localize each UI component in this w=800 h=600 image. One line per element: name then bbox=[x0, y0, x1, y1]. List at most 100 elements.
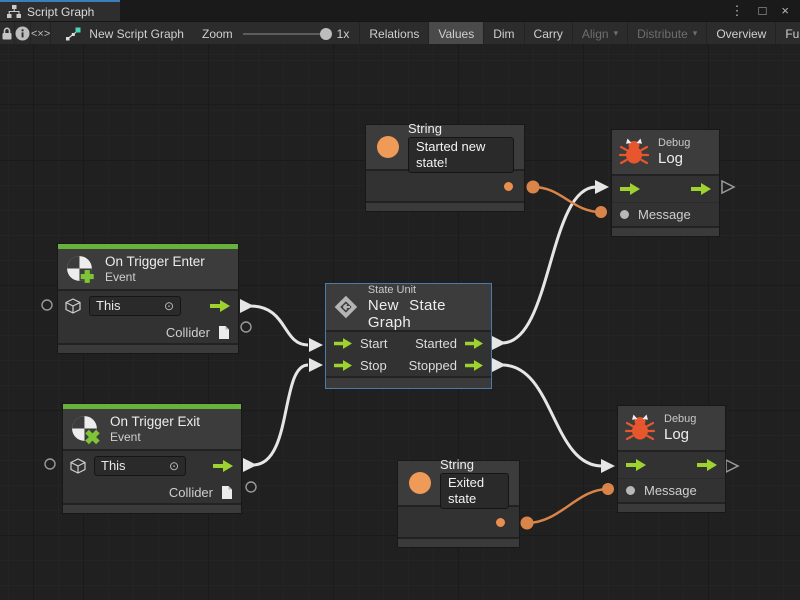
flow-in-port[interactable] bbox=[334, 337, 352, 349]
string-value-field[interactable]: Started new state! bbox=[408, 137, 514, 173]
target-object-field[interactable]: This ⊙ bbox=[94, 456, 186, 476]
node-debug-log-top[interactable]: Debug Log Message bbox=[611, 129, 720, 237]
target-port-row: This ⊙ bbox=[58, 291, 238, 321]
close-icon[interactable]: × bbox=[781, 3, 789, 18]
code-view-button[interactable]: <×> bbox=[31, 22, 52, 45]
node-header: On Trigger Enter Event bbox=[58, 249, 238, 289]
maximize-icon[interactable]: □ bbox=[758, 3, 767, 18]
collider-label: Collider bbox=[168, 484, 213, 500]
menu-icon[interactable]: ⋮ bbox=[730, 3, 744, 18]
tab-bar: Script Graph ⋮ □ × bbox=[0, 0, 800, 21]
node-footer bbox=[398, 539, 519, 547]
relations-label: Relations bbox=[369, 26, 420, 41]
chevron-down-icon: ▾ bbox=[692, 28, 698, 38]
target-object-field[interactable]: This ⊙ bbox=[89, 296, 181, 316]
values-label: Values bbox=[438, 26, 475, 41]
message-label: Message bbox=[644, 483, 697, 498]
window-controls: ⋮ □ × bbox=[731, 0, 800, 21]
flow-out-port[interactable] bbox=[697, 459, 717, 471]
flow-out-port[interactable] bbox=[213, 460, 233, 472]
message-input-port[interactable] bbox=[620, 210, 629, 219]
node-string-top[interactable]: String Started new state! bbox=[365, 121, 525, 212]
start-label: Start bbox=[360, 335, 388, 351]
carry-button[interactable]: Carry bbox=[525, 22, 573, 45]
node-title: On Trigger Enter bbox=[105, 254, 205, 269]
node-on-trigger-exit[interactable]: On Trigger Exit Event This ⊙ Collider bbox=[62, 403, 242, 514]
overview-button[interactable]: Overview bbox=[707, 22, 777, 45]
wire-start-arrow bbox=[243, 458, 257, 472]
values-button[interactable]: Values bbox=[429, 22, 485, 45]
collider-doc-icon[interactable] bbox=[218, 325, 230, 340]
node-title: On Trigger Exit bbox=[110, 414, 201, 429]
flow-in-port[interactable] bbox=[620, 183, 640, 195]
relations-button[interactable]: Relations bbox=[360, 22, 430, 45]
node-title: New State Graph bbox=[367, 296, 446, 331]
unconnected-port-circle[interactable] bbox=[245, 481, 257, 493]
on-trigger-enter-icon bbox=[67, 255, 94, 283]
target-value: This bbox=[96, 298, 121, 313]
wire-start-arrow bbox=[492, 336, 506, 350]
object-picker-icon[interactable]: ⊙ bbox=[168, 459, 179, 473]
node-subtitle: Event bbox=[105, 270, 136, 284]
align-dropdown[interactable]: Align ▾ bbox=[573, 22, 629, 45]
flow-out-port[interactable] bbox=[210, 300, 230, 312]
flow-port-row bbox=[612, 176, 719, 202]
node-on-trigger-enter[interactable]: On Trigger Enter Event This ⊙ Collider bbox=[57, 243, 239, 354]
zoom-slider[interactable] bbox=[242, 27, 332, 40]
unconnected-port-circle[interactable] bbox=[41, 299, 53, 311]
unconnected-port-circle[interactable] bbox=[240, 321, 252, 333]
flow-out-port[interactable] bbox=[465, 337, 483, 349]
node-title: String bbox=[408, 121, 442, 136]
wire-end-arrow bbox=[309, 338, 323, 352]
wire-string-to-message-bottom bbox=[526, 487, 609, 525]
on-trigger-exit-icon bbox=[72, 415, 100, 444]
graph-canvas[interactable]: String Started new state! bbox=[0, 44, 800, 600]
message-port-row: Message bbox=[618, 478, 725, 502]
graph-name-section[interactable]: New Script Graph bbox=[51, 22, 196, 45]
node-state-unit[interactable]: State Unit New State Graph Start Started bbox=[325, 283, 492, 389]
flow-in-port[interactable] bbox=[334, 359, 352, 371]
collider-doc-icon[interactable] bbox=[221, 485, 233, 500]
event-color-bar bbox=[58, 244, 238, 249]
node-header: State Unit New State Graph bbox=[326, 284, 491, 331]
info-button[interactable] bbox=[15, 22, 31, 45]
node-subtitle: Event bbox=[110, 430, 141, 444]
string-output-port[interactable] bbox=[496, 517, 505, 527]
unconnected-port-circle[interactable] bbox=[44, 458, 56, 470]
wire-string-to-message-top bbox=[532, 185, 602, 214]
flow-port-row bbox=[618, 452, 725, 478]
flow-out-triangle[interactable] bbox=[721, 179, 736, 195]
info-icon bbox=[15, 26, 30, 41]
lock-icon bbox=[2, 27, 12, 40]
flow-out-triangle[interactable] bbox=[725, 458, 740, 474]
message-input-port[interactable] bbox=[626, 486, 635, 495]
overview-label: Overview bbox=[716, 26, 767, 41]
flow-out-port[interactable] bbox=[691, 183, 711, 195]
flow-in-port[interactable] bbox=[626, 459, 646, 471]
dim-button[interactable]: Dim bbox=[484, 22, 525, 45]
message-port-row: Message bbox=[612, 202, 719, 226]
zoom-slider-handle[interactable] bbox=[319, 27, 332, 40]
tab-script-graph[interactable]: Script Graph bbox=[0, 0, 121, 21]
wire-orange-endpoint bbox=[602, 483, 614, 495]
fullscreen-label: Full Screen bbox=[785, 26, 800, 41]
flow-out-port[interactable] bbox=[465, 359, 483, 371]
object-picker-icon[interactable]: ⊙ bbox=[163, 299, 174, 313]
string-value-field[interactable]: Exited state bbox=[440, 473, 509, 509]
node-debug-log-bottom[interactable]: Debug Log Message bbox=[617, 405, 726, 513]
node-kind: Debug bbox=[664, 413, 697, 425]
code-icon: <×> bbox=[31, 27, 51, 40]
wire-enter-to-start bbox=[249, 304, 309, 347]
lock-button[interactable] bbox=[0, 22, 15, 45]
node-string-bottom[interactable]: String Exited state bbox=[397, 457, 520, 548]
node-header: Debug Log bbox=[612, 130, 719, 174]
distribute-dropdown[interactable]: Distribute ▾ bbox=[628, 22, 708, 45]
node-title: Log bbox=[664, 426, 690, 443]
fullscreen-button[interactable]: Full Screen bbox=[776, 22, 800, 45]
string-output-port[interactable] bbox=[504, 181, 513, 191]
wire-start-arrow bbox=[240, 299, 254, 313]
node-footer bbox=[612, 228, 719, 236]
collider-label: Collider bbox=[165, 324, 210, 340]
wire-stopped-to-log bbox=[501, 363, 603, 468]
